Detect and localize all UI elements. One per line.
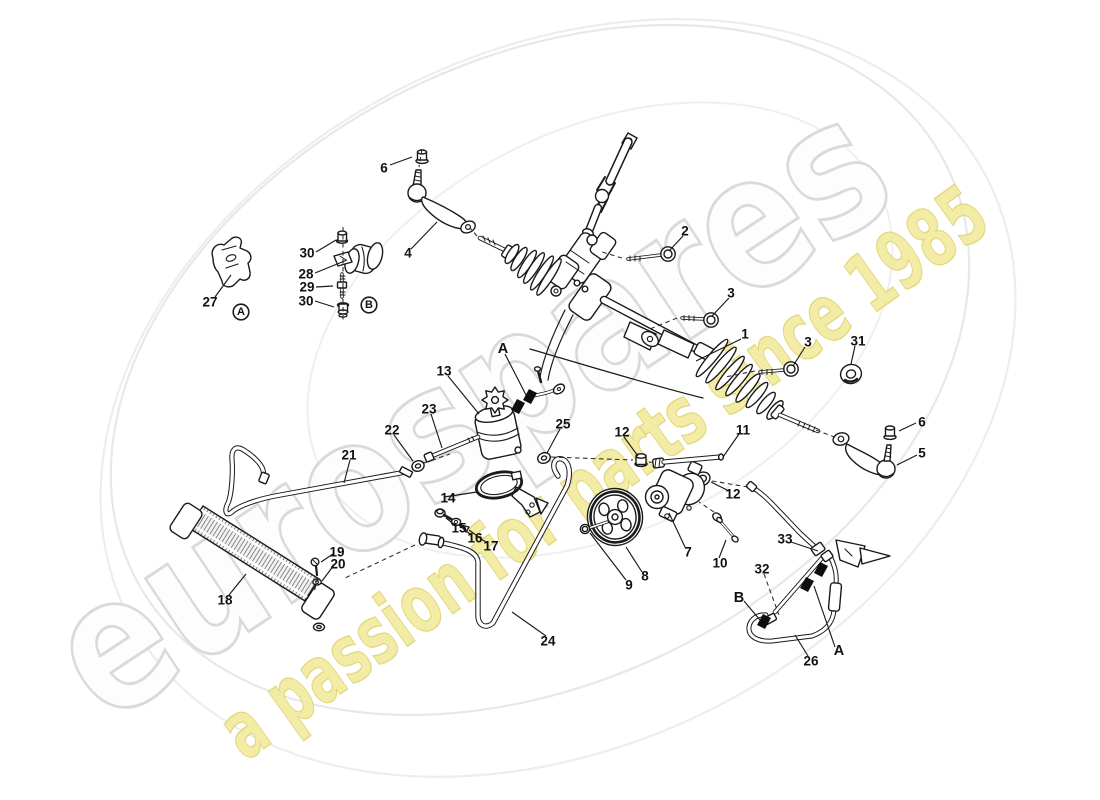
hose-clamp-32 (757, 614, 771, 629)
part-callout-3: 3 (727, 286, 735, 301)
part-callout-27: 27 (202, 295, 217, 310)
part-callout-21: 21 (341, 448, 357, 463)
pump-pulley-8 (586, 487, 644, 547)
position-marker-A: A (834, 643, 845, 659)
part-callout-12: 12 (725, 487, 740, 502)
position-marker-A: A (498, 341, 509, 357)
part-callout-3: 3 (804, 335, 812, 350)
hose-clamp-32 (800, 577, 814, 592)
nut-6-lower (883, 425, 897, 441)
part-callout-5: 5 (918, 446, 926, 461)
part-callout-7: 7 (684, 545, 692, 560)
part-callout-26: 26 (803, 654, 819, 669)
part-callout-16: 16 (467, 531, 483, 546)
part-callout-24: 24 (540, 634, 556, 649)
part-callout-1: 1 (741, 327, 749, 342)
part-callout-13: 13 (436, 364, 452, 379)
bushing-28 (333, 242, 384, 275)
mount-stack-28-29-30 (333, 230, 384, 318)
rack-boot-left (477, 235, 562, 296)
hose-clamp-32 (523, 389, 537, 404)
fluid-cooler-18 (169, 502, 335, 632)
grommet-31 (839, 363, 863, 385)
part-callout-33: 33 (777, 532, 793, 547)
part-callout-14: 14 (440, 491, 456, 506)
reservoir-clamp-14 (474, 470, 549, 518)
nut-30-top (335, 230, 349, 244)
cooler-pipe-21 (223, 445, 414, 517)
feed-pipe-11 (651, 453, 725, 469)
part-callout-6: 6 (380, 161, 388, 176)
circled-callout-ring (360, 296, 378, 314)
part-callout-15: 15 (451, 521, 467, 536)
washer-22 (411, 459, 425, 473)
steering-column-shaft (581, 132, 638, 238)
rack-fitting-at-A (511, 366, 566, 414)
part-callout-28: 28 (298, 267, 314, 282)
tie-rod-end-5 (832, 425, 897, 479)
mounting-bolt-3a (680, 312, 719, 328)
part-callout-25: 25 (555, 417, 571, 432)
position-marker-B: B (734, 590, 744, 606)
fluid-reservoir-13 (474, 386, 522, 460)
part-callout-20: 20 (330, 557, 345, 572)
power-steering-pump-7 (644, 453, 725, 522)
part-callout-10: 10 (712, 556, 727, 571)
bolt-10 (712, 512, 739, 543)
mounting-bolt-2 (626, 246, 676, 262)
part-callout-30: 30 (298, 294, 313, 309)
part-callout-9: 9 (625, 578, 633, 593)
part-callout-4: 4 (404, 246, 412, 261)
circled-callout-A: A (237, 306, 245, 318)
part-callout-23: 23 (421, 402, 437, 417)
washer-25 (537, 451, 551, 465)
part-callout-8: 8 (641, 569, 649, 584)
cooler-screw-19 (310, 557, 320, 577)
watermark-brand-text: eurospares (11, 55, 927, 762)
part-callout-30: 30 (299, 246, 314, 261)
suction-pipe-23 (423, 434, 481, 463)
part-callout-17: 17 (483, 539, 498, 554)
part-callout-31: 31 (850, 334, 866, 349)
return-hose-24 (418, 455, 572, 629)
pressure-hose-26 (745, 480, 891, 644)
circled-callout-ring (232, 303, 250, 321)
part-callout-22: 22 (384, 423, 399, 438)
circled-callout-letters: AB (232, 296, 378, 321)
fasteners-15-16-17 (434, 508, 470, 533)
alignment-dashes (313, 148, 838, 616)
position-marker-letters: A B A (498, 341, 845, 659)
circled-callout-B: B (365, 299, 373, 311)
nut-12 (634, 453, 648, 468)
part-callout-6: 6 (918, 415, 926, 430)
hose-clamp-32 (814, 562, 828, 577)
mounting-bolt-3b (758, 361, 799, 377)
part-callout-11: 11 (736, 423, 751, 438)
part-callout-12: 12 (614, 425, 629, 440)
part-callout-29: 29 (299, 280, 314, 295)
hose-clamp-32 (511, 399, 525, 414)
part-callout-19: 19 (329, 545, 344, 560)
part-callout-2: 2 (681, 224, 689, 239)
part-callout-18: 18 (217, 593, 233, 608)
clamp-bracket-27 (211, 236, 252, 288)
pulley-bolt-9 (579, 520, 609, 535)
callout-leader-lines (214, 156, 918, 657)
part-callout-32: 32 (754, 562, 769, 577)
